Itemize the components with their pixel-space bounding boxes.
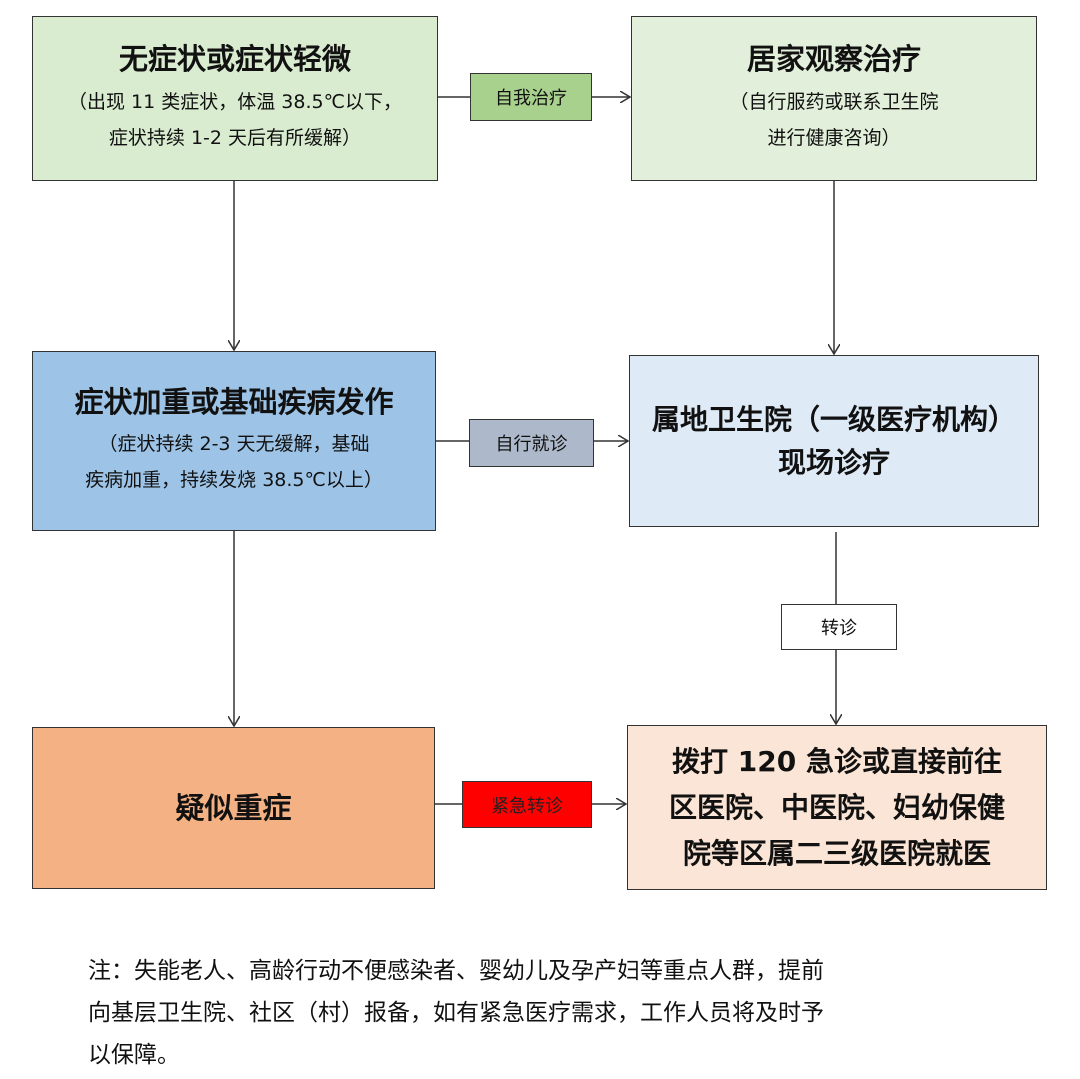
node-worse-detail: （症状持续 2-3 天无缓解，基础 疾病加重，持续发烧 38.5℃以上） bbox=[85, 426, 383, 498]
node-mild-symptoms: 无症状或症状轻微 （出现 11 类症状，体温 38.5℃以下， 症状持续 1-2… bbox=[32, 16, 438, 181]
node-worse-title: 症状加重或基础疾病发作 bbox=[74, 384, 394, 419]
node-home-title: 居家观察治疗 bbox=[746, 42, 921, 77]
node-suspected-severe: 疑似重症 bbox=[32, 727, 435, 889]
node-home-detail-line1: （自行服药或联系卫生院 bbox=[729, 90, 939, 113]
node-district-hospital: 拨打 120 急诊或直接前往 区医院、中医院、妇幼保健 院等区属二三级医院就医 bbox=[627, 725, 1047, 890]
footnote-line1: 注：失能老人、高龄行动不便感染者、婴幼儿及孕产妇等重点人群，提前 bbox=[88, 958, 824, 984]
node-worse-detail-line1: （症状持续 2-3 天无缓解，基础 bbox=[98, 433, 370, 456]
node-severe-title: 疑似重症 bbox=[175, 790, 292, 825]
node-hospital-line1: 拨打 120 急诊或直接前往 bbox=[672, 744, 1002, 778]
node-mild-detail-line2: 症状持续 1-2 天后有所缓解） bbox=[108, 126, 362, 149]
node-hospital-line2: 区医院、中医院、妇幼保健 bbox=[668, 790, 1005, 824]
node-local-health-center: 属地卫生院（一级医疗机构） 现场诊疗 bbox=[629, 355, 1039, 527]
footnote: 注：失能老人、高龄行动不便感染者、婴幼儿及孕产妇等重点人群，提前 向基层卫生院、… bbox=[88, 950, 1008, 1076]
edge-label-self-visit: 自行就诊 bbox=[469, 419, 594, 467]
node-home-detail: （自行服药或联系卫生院 进行健康咨询） bbox=[729, 84, 938, 156]
node-mild-detail: （出现 11 类症状，体温 38.5℃以下， 症状持续 1-2 天后有所缓解） bbox=[68, 84, 402, 156]
edge-label-self-treatment: 自我治疗 bbox=[470, 73, 592, 121]
node-symptoms-worsen: 症状加重或基础疾病发作 （症状持续 2-3 天无缓解，基础 疾病加重，持续发烧 … bbox=[32, 351, 436, 531]
node-worse-detail-line2: 疾病加重，持续发烧 38.5℃以上） bbox=[85, 469, 383, 492]
footnote-line2: 向基层卫生院、社区（村）报备，如有紧急医疗需求，工作人员将及时予 bbox=[88, 1000, 824, 1026]
node-home-detail-line2: 进行健康咨询） bbox=[767, 126, 901, 149]
node-mild-detail-line1: （出现 11 类症状，体温 38.5℃以下， bbox=[68, 90, 402, 113]
node-local-title-line2: 现场诊疗 bbox=[777, 446, 890, 479]
node-hospital-line3: 院等区属二三级医院就医 bbox=[682, 836, 991, 870]
node-mild-title: 无症状或症状轻微 bbox=[118, 42, 351, 77]
edge-label-emergency-referral: 紧急转诊 bbox=[462, 781, 592, 828]
footnote-line3: 以保障。 bbox=[88, 1042, 180, 1068]
node-local-title-line1: 属地卫生院（一级医疗机构） bbox=[651, 403, 1016, 436]
node-home-observation: 居家观察治疗 （自行服药或联系卫生院 进行健康咨询） bbox=[631, 16, 1037, 181]
edge-label-referral: 转诊 bbox=[781, 604, 897, 650]
